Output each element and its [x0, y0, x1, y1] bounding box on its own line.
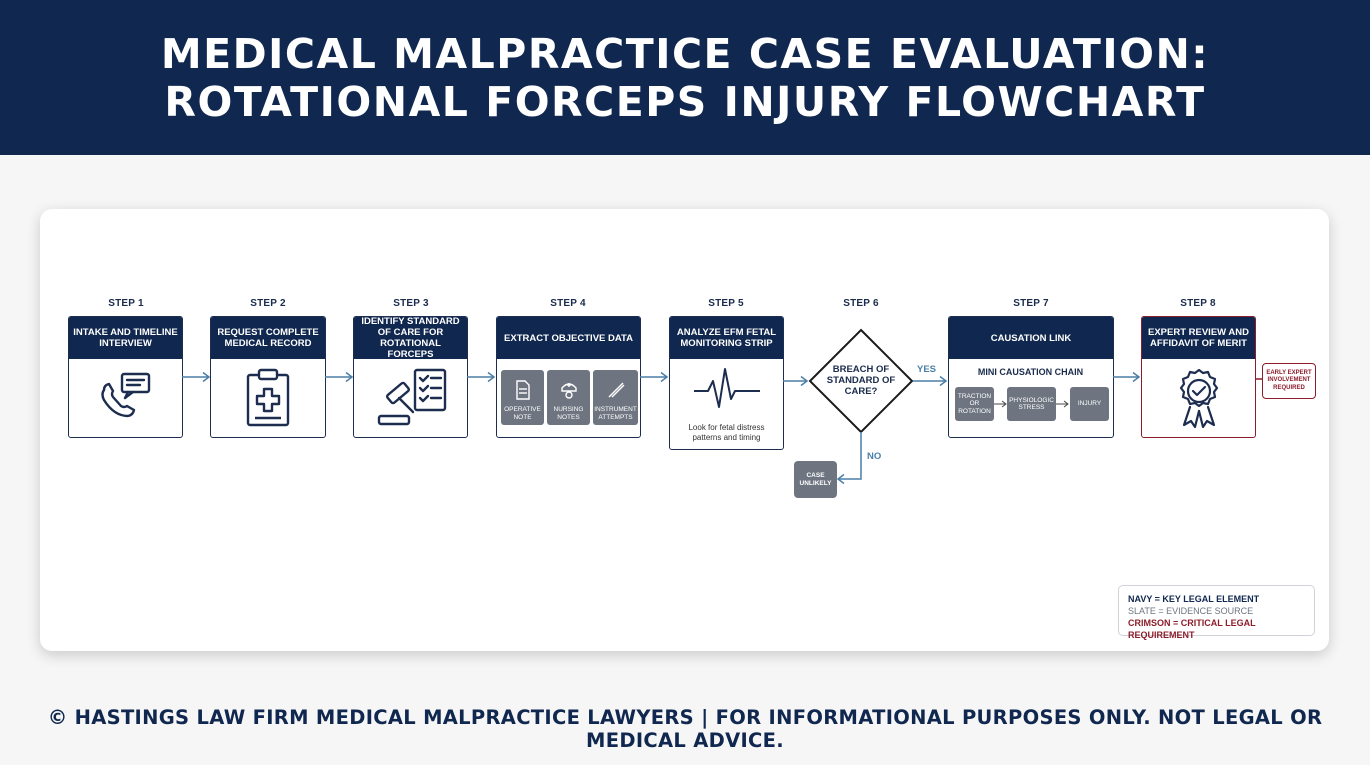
step-1-label: STEP 1 — [108, 298, 144, 309]
footer-disclaimer: © HASTINGS LAW FIRM MEDICAL MALPRACTICE … — [47, 706, 1323, 752]
step-4-title: EXTRACT OBJECTIVE DATA — [497, 317, 640, 359]
no-label: NO — [867, 451, 882, 462]
document-icon — [515, 380, 530, 400]
step-5-title: ANALYZE EFM FETAL MONITORING STRIP — [670, 317, 783, 359]
step-8-label: STEP 8 — [1180, 298, 1216, 309]
step-6-label: STEP 6 — [843, 298, 879, 309]
chain-item-physiologic-stress: PHYSIOLOGIC STRESS — [1007, 387, 1056, 421]
step-2-box: REQUEST COMPLETE MEDICAL RECORD — [210, 316, 326, 438]
step-8-title: EXPERT REVIEW AND AFFIDAVIT OF MERIT — [1142, 317, 1255, 359]
step-3-title: IDENTIFY STANDARD OF CARE FOR ROTATIONAL… — [354, 317, 467, 360]
causation-chain-title: MINI CAUSATION CHAIN — [977, 367, 1084, 377]
chain-arrow-1 — [994, 400, 1007, 408]
decision-question: BREACH OF STANDARD OF CARE? — [826, 364, 896, 397]
page-title-line-1: MEDICAL MALPRACTICE CASE EVALUATION: — [160, 29, 1210, 78]
legend-navy: NAVY = KEY LEGAL ELEMENT — [1128, 594, 1260, 604]
page-header: MEDICAL MALPRACTICE CASE EVALUATION: ROT… — [0, 0, 1370, 155]
instrument-icon — [608, 382, 624, 398]
color-legend: NAVY = KEY LEGAL ELEMENT SLATE = EVIDENC… — [1118, 585, 1315, 640]
case-unlikely-outcome: CASE UNLIKELY — [794, 461, 837, 498]
step-2-label: STEP 2 — [250, 298, 286, 309]
legend-slate: SLATE = EVIDENCE SOURCE — [1128, 606, 1254, 616]
evidence-chip-instrument-attempts: INSTRUMENT ATTEMPTS — [593, 370, 638, 425]
step-7-label: STEP 7 — [1013, 298, 1049, 309]
step-8-box: EXPERT REVIEW AND AFFIDAVIT OF MERIT — [1141, 316, 1256, 438]
heartbeat-icon — [692, 365, 762, 413]
yes-label: YES — [917, 364, 937, 375]
arrow-step3-step4 — [467, 371, 496, 383]
step-2-title: REQUEST COMPLETE MEDICAL RECORD — [211, 317, 325, 359]
arrow-step2-step3 — [325, 371, 354, 383]
step-5-note: Look for fetal distress patterns and tim… — [688, 423, 765, 442]
nurse-cap-icon — [560, 383, 577, 399]
gavel-checklist-icon — [354, 359, 467, 437]
step-4-box: EXTRACT OBJECTIVE DATA OPERATIVE NOTE NU… — [496, 316, 641, 438]
phone-chat-icon — [69, 359, 182, 437]
page-title-line-2: ROTATIONAL FORCEPS INJURY FLOWCHART — [164, 77, 1206, 126]
arrow-step4-step5 — [640, 371, 669, 383]
step-5-box: ANALYZE EFM FETAL MONITORING STRIP Look … — [669, 316, 784, 450]
arrow-yes-step7 — [913, 375, 948, 387]
arrow-step7-step8 — [1113, 371, 1141, 383]
clipboard-medical-icon — [211, 359, 325, 437]
step-7-title: CAUSATION LINK — [949, 317, 1113, 359]
chain-item-injury: INJURY — [1070, 387, 1109, 421]
evidence-chip-operative-note: OPERATIVE NOTE — [501, 370, 544, 425]
arrow-step1-step2 — [182, 371, 211, 383]
chain-arrow-2 — [1056, 400, 1069, 408]
chain-item-traction: TRACTION OR ROTATION — [955, 387, 994, 421]
connector-step8-tag — [1255, 378, 1263, 380]
award-ribbon-icon — [1142, 359, 1255, 437]
step-1-title: INTAKE AND TIMELINE INTERVIEW — [69, 317, 182, 359]
step-3-box: IDENTIFY STANDARD OF CARE FOR ROTATIONAL… — [353, 316, 468, 438]
step-7-box: CAUSATION LINK MINI CAUSATION CHAIN TRAC… — [948, 316, 1114, 438]
early-expert-tag: EARLY EXPERT INVOLVEMENT REQUIRED — [1262, 363, 1316, 399]
step-1-box: INTAKE AND TIMELINE INTERVIEW — [68, 316, 183, 438]
step-4-label: STEP 4 — [550, 298, 586, 309]
arrow-step5-step6 — [783, 375, 809, 387]
legend-crimson: CRIMSON = CRITICAL LEGAL REQUIREMENT — [1128, 618, 1256, 640]
step-5-label: STEP 5 — [708, 298, 744, 309]
evidence-chip-nursing-notes: NURSING NOTES — [547, 370, 590, 425]
arrow-no-case-unlikely — [836, 432, 862, 485]
step-3-label: STEP 3 — [393, 298, 429, 309]
